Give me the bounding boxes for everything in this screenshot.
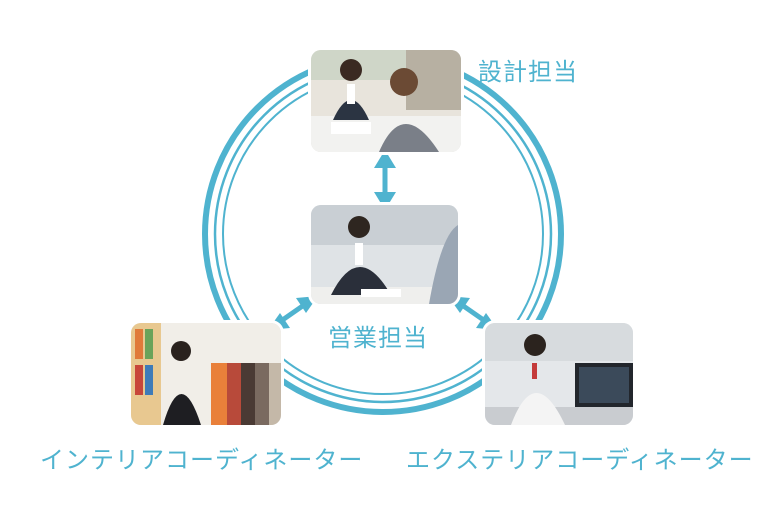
- label-exterior: エクステリアコーディネーター: [406, 446, 754, 474]
- design-photo: [311, 50, 461, 152]
- sales-photo: [311, 205, 458, 304]
- exterior-photo: [485, 323, 633, 425]
- label-sales: 営業担当: [328, 324, 428, 352]
- label-design: 設計担当: [478, 58, 578, 86]
- arrow-design-sales: [374, 150, 396, 210]
- interior-photo: [131, 323, 281, 425]
- label-interior: インテリアコーディネーター: [40, 446, 364, 474]
